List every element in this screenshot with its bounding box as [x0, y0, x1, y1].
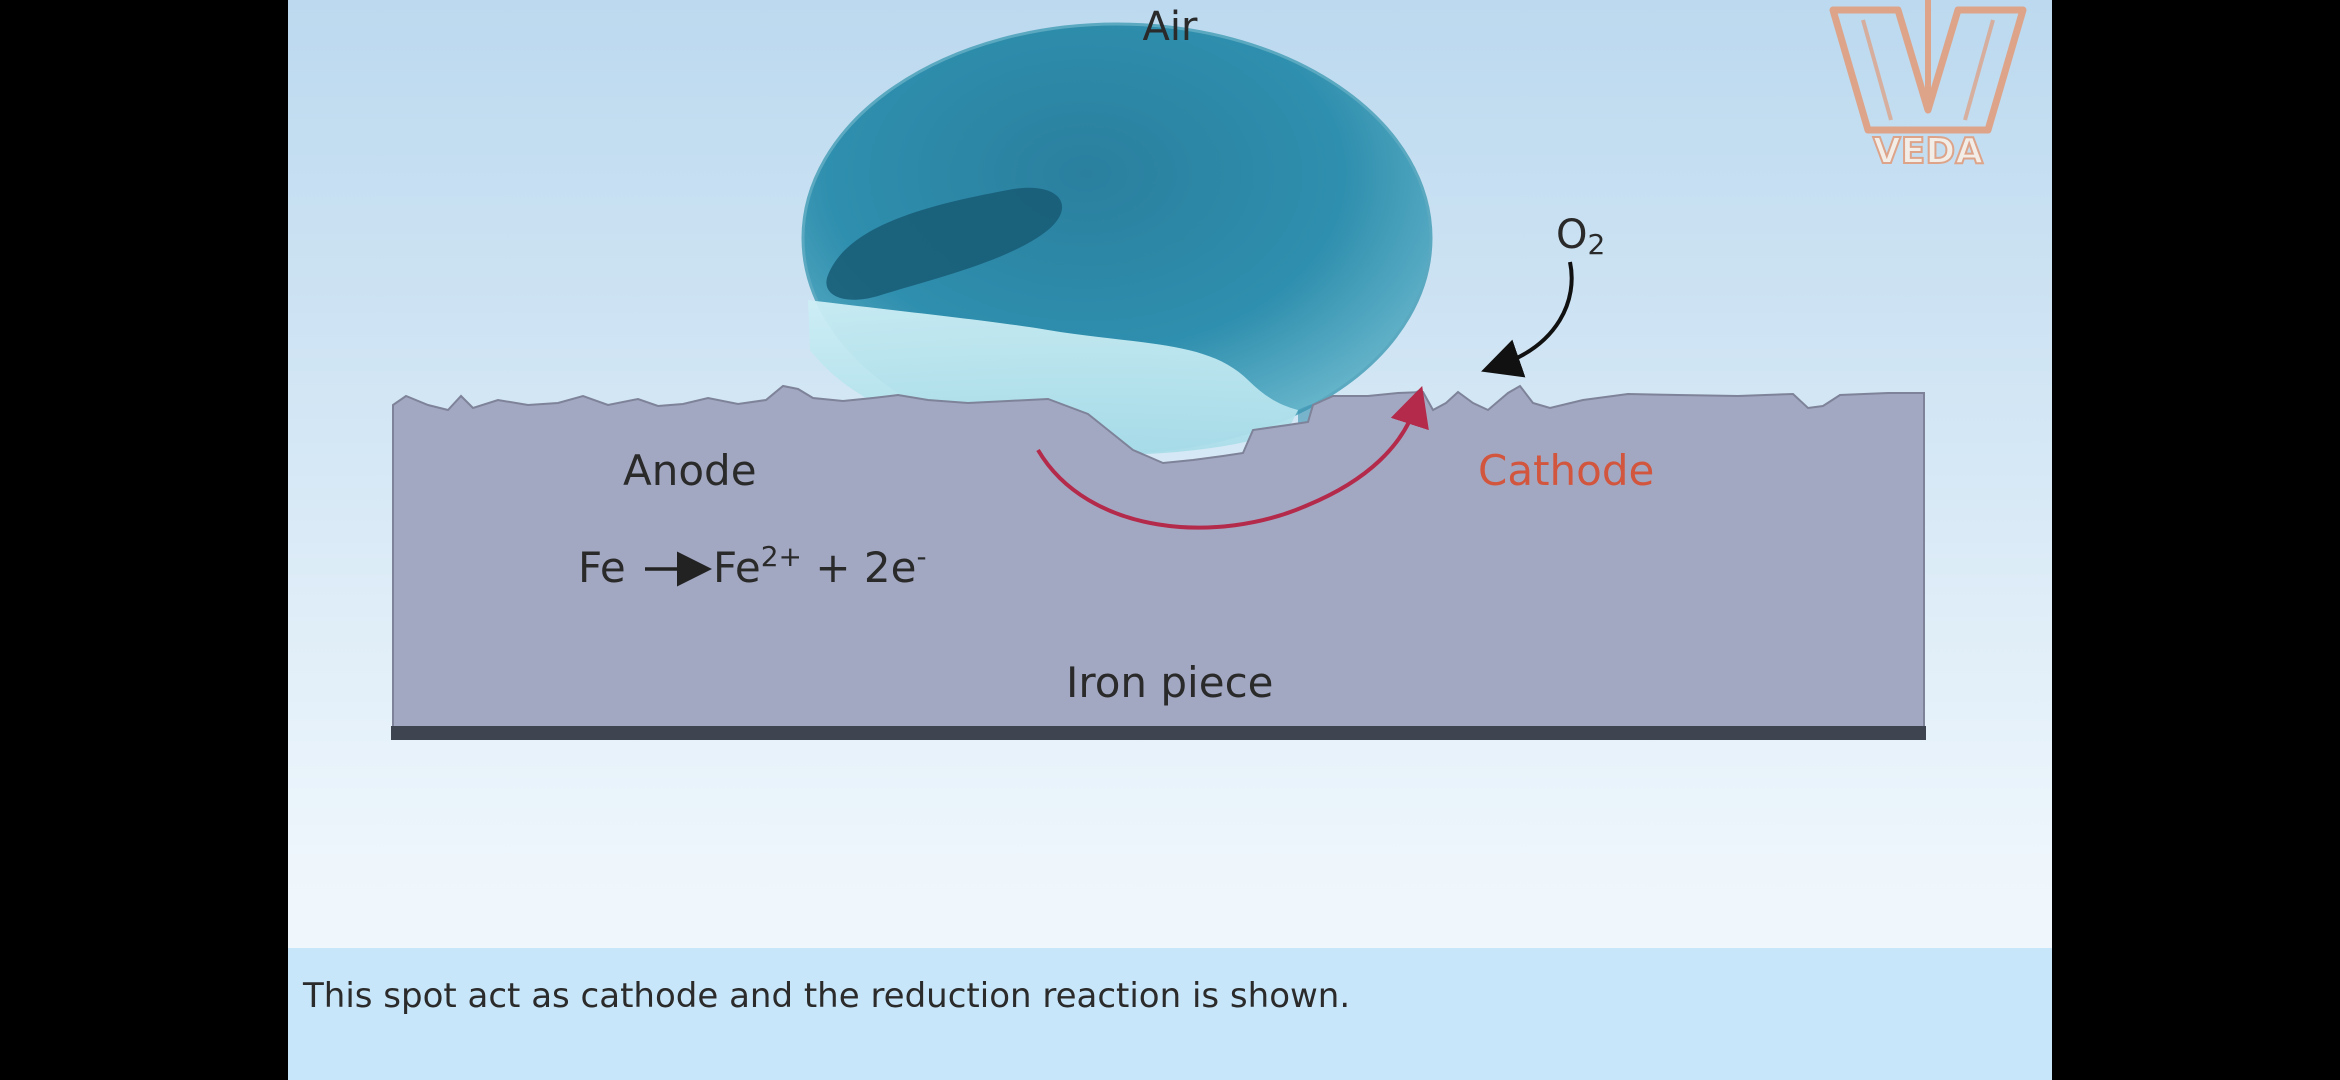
- equation-product-symbol: Fe: [713, 543, 761, 592]
- equation-electron-charge: -: [916, 540, 926, 573]
- equation-product: Fe2+ + 2e-: [713, 540, 927, 592]
- logo-book-icon: [1829, 6, 2027, 134]
- diagram-stage: Air O2 Anode Cathode Fe Fe2+ + 2e- Iron …: [288, 0, 2052, 1080]
- equation-reactant: Fe: [578, 543, 626, 592]
- oxygen-symbol: O: [1556, 212, 1587, 258]
- cathode-label: Cathode: [1478, 446, 1654, 495]
- caption-bar: This spot act as cathode and the reducti…: [288, 948, 2052, 1080]
- equation-tail: + 2e: [802, 543, 916, 592]
- droplet-shadow: [826, 187, 1063, 300]
- corrosion-diagram: Air O2 Anode Cathode Fe Fe2+ + 2e- Iron …: [391, 0, 2027, 740]
- iron-piece-label: Iron piece: [1066, 658, 1274, 707]
- logo-text: VEDA: [1873, 131, 1983, 172]
- anode-label: Anode: [623, 446, 757, 495]
- oxygen-arrow: [1481, 261, 1574, 378]
- electron-flow-arrow: [1036, 385, 1429, 530]
- veda-logo: VEDA: [1829, 0, 2027, 173]
- equation-charge: 2+: [761, 540, 802, 573]
- oxygen-subscript: 2: [1587, 228, 1605, 261]
- air-label: Air: [1143, 4, 1198, 50]
- iron-base-line: [391, 726, 1926, 740]
- water-droplet: [801, 22, 1433, 455]
- caption-text: This spot act as cathode and the reducti…: [303, 976, 1351, 1016]
- iron-piece: [392, 384, 1925, 734]
- oxygen-label: O2: [1556, 212, 1605, 261]
